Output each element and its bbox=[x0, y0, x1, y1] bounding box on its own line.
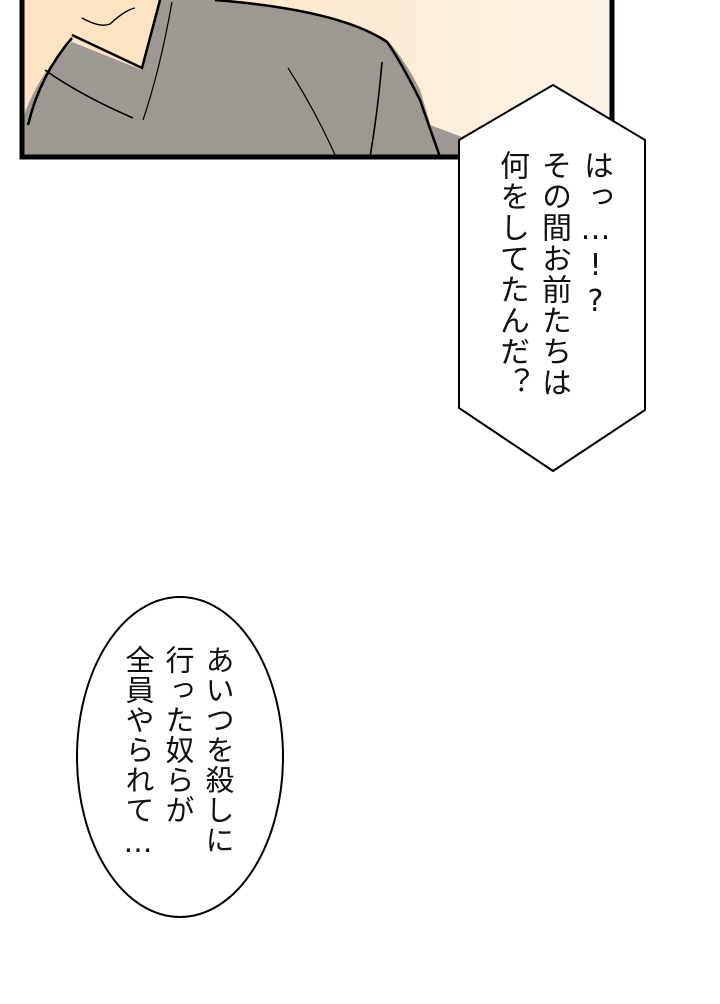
hexagon-bubble-text: はっ…!? その間お前たちは 何をしてたんだ？ bbox=[490, 150, 616, 450]
bubble-line: あいつを殺しに bbox=[201, 645, 235, 855]
oval-bubble-text: あいつを殺しに 行った奴らが 全員やられて… bbox=[118, 645, 238, 885]
bubble-line: はっ…!? bbox=[578, 150, 613, 320]
bubble-line: 行った奴らが bbox=[161, 645, 195, 825]
bubble-line: 全員やられて… bbox=[121, 645, 155, 860]
oval-speech-bubble bbox=[76, 596, 284, 918]
bubble-line: 何をしてたんだ？ bbox=[494, 150, 529, 398]
hexagon-speech-bubble bbox=[458, 83, 646, 473]
top-panel bbox=[19, 0, 615, 160]
bubble-line: その間お前たちは bbox=[536, 150, 571, 398]
